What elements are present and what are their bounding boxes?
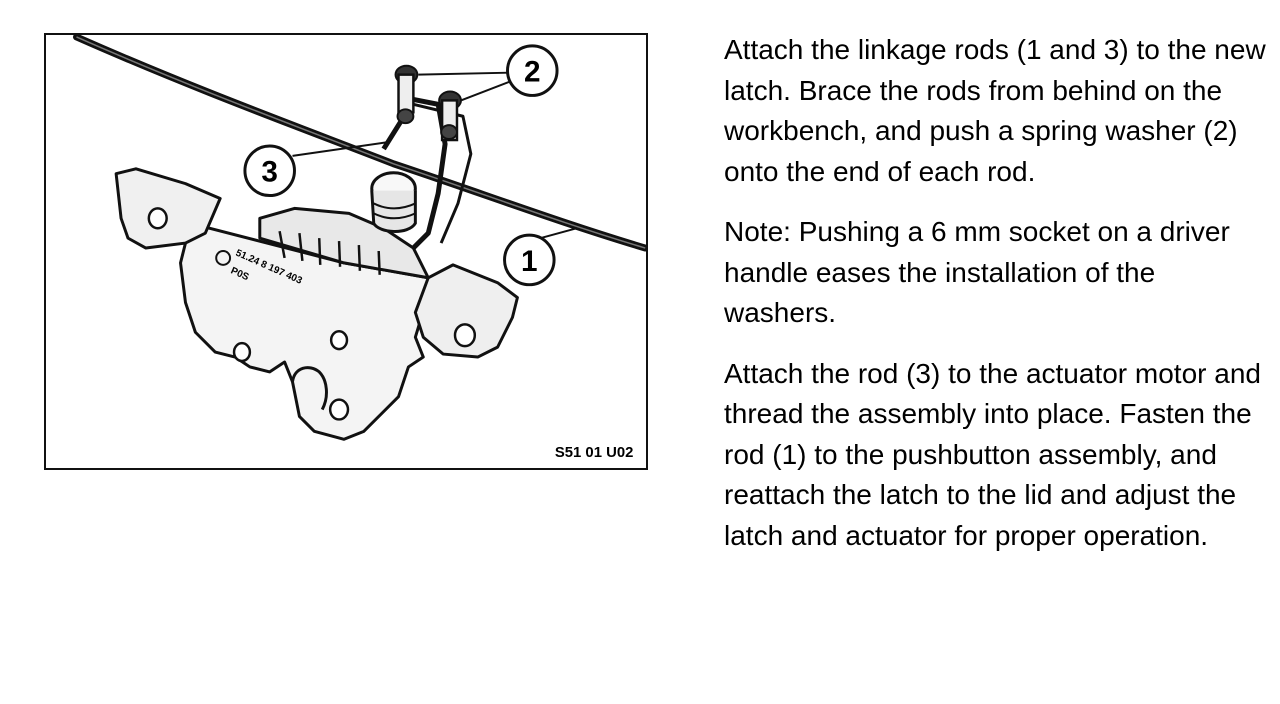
latch-drawing: 51.24 8 197 403 P0S 2 3 1 S51 01 U02 [73, 35, 646, 461]
instructions-column: Attach the linkage rods (1 and 3) to the… [724, 30, 1274, 556]
callout-1-label: 1 [521, 245, 538, 278]
right-mounting-tab [413, 263, 519, 359]
pivot-spring-coils [373, 202, 416, 220]
callout-2-leader-a [418, 71, 511, 76]
figure-id-label: S51 01 U02 [555, 445, 633, 461]
callout-3-label: 3 [261, 156, 278, 189]
rod-pin-upper [396, 108, 415, 125]
latch-illustration: 51.24 8 197 403 P0S 2 3 1 S51 01 U02 [44, 33, 648, 470]
callout-2-circle [506, 44, 559, 97]
left-mounting-tab [114, 167, 222, 250]
callout-2-leader-b [460, 79, 513, 102]
rod-pin-lower [440, 124, 458, 141]
latch-hole-center [329, 330, 349, 351]
instruction-step-1: Attach the linkage rods (1 and 3) to the… [724, 34, 1266, 187]
actuator-ribs [278, 230, 381, 275]
rod-1-highlight [76, 36, 646, 249]
manufacturer-emblem [215, 250, 232, 266]
installation-note: Note: Pushing a 6 mm socket on a driver … [724, 216, 1230, 328]
latch-hole-lower [328, 398, 350, 421]
callout-2-label: 2 [524, 56, 541, 89]
instruction-step-2: Attach the rod (3) to the actuator motor… [724, 357, 1261, 551]
right-tab-hole [453, 323, 477, 348]
callout-3-circle [243, 144, 296, 198]
callout-3-leader [292, 141, 389, 157]
latch-hole-left [232, 341, 252, 363]
latch-jaw [291, 366, 328, 411]
left-tab-hole [147, 207, 168, 230]
callout-1-circle [503, 233, 556, 287]
pivot-cylinder-body [370, 190, 417, 233]
rod-end-upper [397, 73, 415, 114]
